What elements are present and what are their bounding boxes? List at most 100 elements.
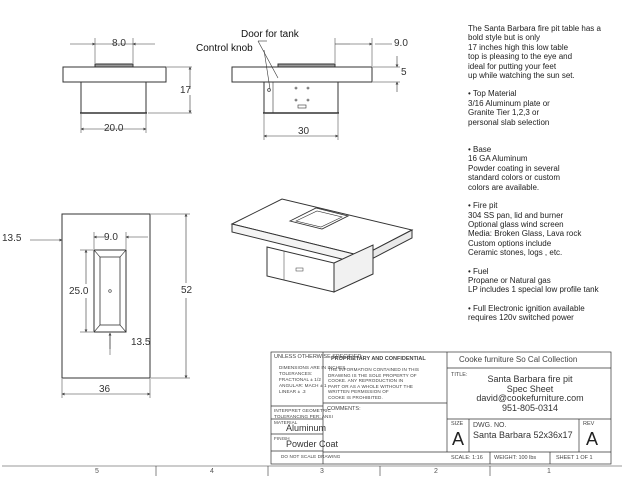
desc-intro-line: 17 inches high this low table	[468, 42, 569, 52]
desc-intro-line: top is pleasing to the eye and	[468, 52, 573, 62]
tb-scale: SCALE: 1:16	[451, 455, 483, 461]
desc-fire-pit-line: Optional glass wind screen	[468, 219, 564, 229]
title-block-frame	[270, 351, 612, 465]
tb-prop-text-line: WRITTEN PERMISSION OF	[328, 389, 389, 395]
desc-fire-pit-line: 304 SS pan, lid and burner	[468, 210, 564, 220]
tb-proprietary: PROPRIETARY AND CONFIDENTIAL	[331, 356, 426, 362]
tb-comments: COMMENTS:	[327, 406, 361, 412]
dim-plan-bottom: 13.5	[131, 337, 151, 348]
tb-title-line: Santa Barbara fire pit	[487, 374, 573, 384]
desc-fire-pit-line: Media: Broken Glass, Lava rock	[468, 229, 582, 239]
tb-title-label: TITLE:	[451, 372, 468, 378]
zone-2: 2	[434, 468, 438, 475]
front-elevation-view	[62, 38, 192, 133]
zone-1: 1	[547, 468, 551, 475]
desc-ignition-line: • Full Electronic ignition available	[468, 303, 585, 313]
tb-sheet: SHEET 1 OF 1	[556, 455, 593, 461]
isometric-view	[230, 198, 414, 293]
dim-plan-left: 13.5	[2, 233, 22, 244]
desc-base-line: 16 GA Aluminum	[468, 154, 528, 164]
desc-base-line: colors are available.	[468, 182, 540, 192]
tb-title-line: david@cookefurniture.com	[476, 393, 584, 404]
desc-top-material-line: personal slab selection	[468, 117, 550, 127]
tb-dimensions-line: FRACTIONAL ± 1/2	[279, 377, 321, 382]
tb-interpret-line: TOLERANCING PER: ANSI	[274, 413, 333, 419]
tb-weight: WEIGHT: 100 lbs	[494, 455, 537, 461]
zone-4: 4	[210, 468, 214, 475]
tb-dimensions-line: DIMENSIONS ARE IN INCHES	[279, 365, 346, 370]
tb-prop-text-line: DRAWING IS THE SOLE PROPERTY OF	[328, 372, 417, 378]
desc-base-line: standard colors or custom	[468, 173, 561, 183]
desc-fuel-line: LP includes 1 special low profile tank	[468, 285, 599, 295]
side-elevation-view	[231, 38, 400, 140]
tb-rev-label: REV	[583, 421, 595, 427]
tb-size-label: SIZE	[451, 421, 464, 427]
desc-fire-pit-line: • Fire pit	[468, 201, 498, 211]
tb-size: A	[452, 429, 465, 449]
tb-finish-label: FINISH	[274, 436, 290, 441]
desc-intro-line: up while watching the sun set.	[468, 71, 575, 81]
tb-material-label: MATERIAL	[274, 420, 298, 425]
tb-title-line: 951-805-0314	[501, 402, 559, 413]
desc-intro-line: bold style but is only	[468, 33, 541, 43]
desc-top-material-line: Granite Tier 1,2,3 or	[468, 108, 540, 118]
tb-unless: UNLESS OTHERWISE SPECIFIED:	[274, 354, 363, 360]
plan-view	[30, 213, 190, 398]
tb-prop-text-line: COOKE. ANY REPRODUCTION IN	[328, 378, 404, 384]
desc-base-line: Powder coating in several	[468, 163, 560, 173]
dim-plan-length: 52	[181, 285, 193, 296]
tb-material: Aluminum	[286, 423, 327, 433]
tb-finish: Powder Coat	[286, 439, 339, 449]
dim-plan-insert-length: 25.0	[69, 286, 89, 297]
dim-plan-width: 36	[99, 384, 111, 395]
tb-prop-text-line: THE INFORMATION CONTAINED IN THIS	[328, 367, 420, 372]
dim-front-base: 20.0	[104, 123, 124, 134]
tb-prop-text-line: COOKE IS PROHIBITED.	[328, 394, 383, 400]
desc-top-material-line: 3/16 Aluminum plate or	[468, 98, 550, 108]
tb-dwg: Santa Barbara 52x36x17	[473, 430, 573, 440]
desc-base-line: • Base	[468, 145, 492, 155]
tb-do-not-scale: DO NOT SCALE DRAWING	[281, 454, 341, 459]
zone-5: 5	[95, 468, 99, 475]
tb-rev: A	[586, 429, 599, 449]
dim-plan-insert-width: 9.0	[104, 232, 118, 243]
zone-ticks	[2, 465, 622, 476]
tb-dimensions-line: ANGULAR: MACH ± 1	[279, 383, 327, 388]
desc-fire-pit-line: Ceramic stones, logs , etc.	[468, 248, 563, 258]
tb-dwg-label: DWG. NO.	[473, 422, 507, 429]
control-knob-callout: Control knob	[196, 43, 253, 54]
tb-collection: Cooke furniture So Cal Collection	[459, 355, 578, 364]
zone-3: 3	[320, 468, 324, 475]
tb-dimensions-line: TOLERANCES:	[279, 371, 313, 376]
tb-prop-text-line: PART OR AS A WHOLE WITHOUT THE	[328, 383, 414, 389]
dim-front-height: 17	[180, 85, 192, 96]
desc-fuel-line: Propane or Natural gas	[468, 275, 551, 285]
door-for-tank-callout: Door for tank	[241, 29, 299, 40]
desc-top-material-line: • Top Material	[468, 89, 517, 99]
dim-side-base: 30	[298, 126, 310, 137]
desc-ignition-line: requires 120v switched power	[468, 313, 574, 323]
desc-fire-pit-line: Custom options include	[468, 238, 552, 248]
tb-interpret-line: INTERPRET GEOMETRIC	[274, 408, 331, 413]
dim-side-small: 5	[401, 67, 407, 78]
dim-front-top: 8.0	[112, 38, 126, 49]
tb-dimensions-line: LINEAR ± .3	[279, 389, 306, 394]
desc-intro-line: The Santa Barbara fire pit table has a	[468, 24, 601, 33]
desc-intro-line: ideal for putting your feet	[468, 61, 557, 71]
tb-title-line: Spec Sheet	[506, 383, 554, 394]
desc-fuel-line: • Fuel	[468, 266, 489, 276]
dim-side-top: 9.0	[394, 38, 408, 49]
